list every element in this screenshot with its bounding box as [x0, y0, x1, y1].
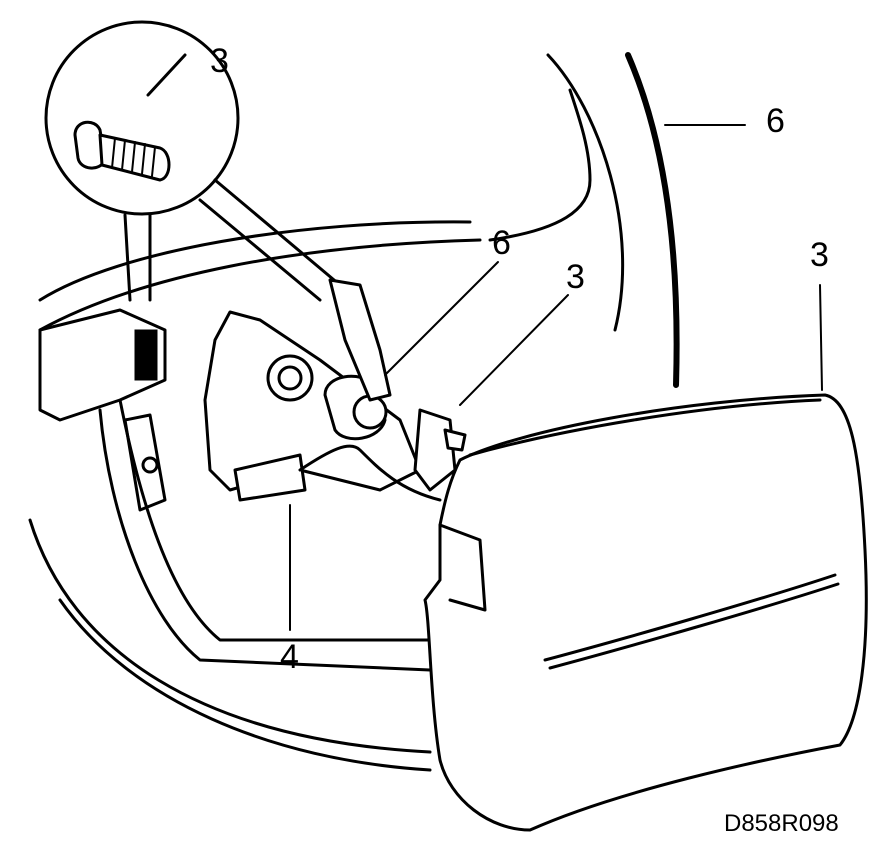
steering-wheel-lower-arc	[28, 518, 432, 754]
upper-clip	[328, 278, 392, 402]
airbag-module-groove-2	[548, 582, 840, 670]
hub-recess-outline-2	[98, 408, 432, 672]
magnifier-leader-1	[213, 178, 342, 287]
figure-code: D858R098	[724, 810, 839, 837]
steering-wheel-inner-rim	[546, 53, 625, 332]
left-mount-slot	[123, 413, 167, 512]
hub-bushing-left-inner	[277, 365, 303, 391]
steering-wheel-left-spoke-2	[38, 238, 482, 332]
leader-callout-3-clip	[459, 294, 569, 406]
hub-mounting-plate	[203, 310, 422, 492]
airbag-module-top-edge	[468, 398, 822, 457]
left-mount-hole	[141, 456, 159, 474]
airbag-module-groove	[543, 573, 837, 662]
leader-callout-3-module	[819, 284, 823, 391]
callout-6-rim: 6	[766, 102, 785, 140]
callout-3-module: 3	[810, 236, 829, 274]
magnifier-leader-3	[123, 213, 132, 302]
airbag-module-body	[423, 393, 868, 832]
magnifier-leader-2	[198, 198, 322, 302]
hub-upper-edge	[488, 88, 592, 242]
bolt-detail	[73, 53, 187, 182]
callout-6-hub: 6	[492, 224, 511, 262]
detail-magnifier-circle	[44, 20, 240, 216]
steering-wheel-lower-arc-2	[58, 598, 432, 772]
wiring-connector	[233, 453, 307, 502]
airbag-module-side-edge	[438, 523, 487, 612]
right-clip-tab	[443, 428, 467, 452]
callout-4-connector: 4	[280, 638, 299, 676]
bolt-detail-leader	[146, 53, 187, 97]
steering-wheel-rim	[625, 52, 680, 388]
right-clip	[413, 408, 457, 492]
steering-wheel-left-spoke	[38, 220, 472, 302]
callout-3-clip: 3	[566, 258, 585, 296]
left-connector-block	[134, 329, 158, 381]
left-spoke-housing	[38, 308, 167, 422]
wiring-harness	[298, 444, 442, 502]
callout-3-bolt: 3	[210, 42, 229, 80]
leader-callout-6-hub	[384, 261, 499, 376]
